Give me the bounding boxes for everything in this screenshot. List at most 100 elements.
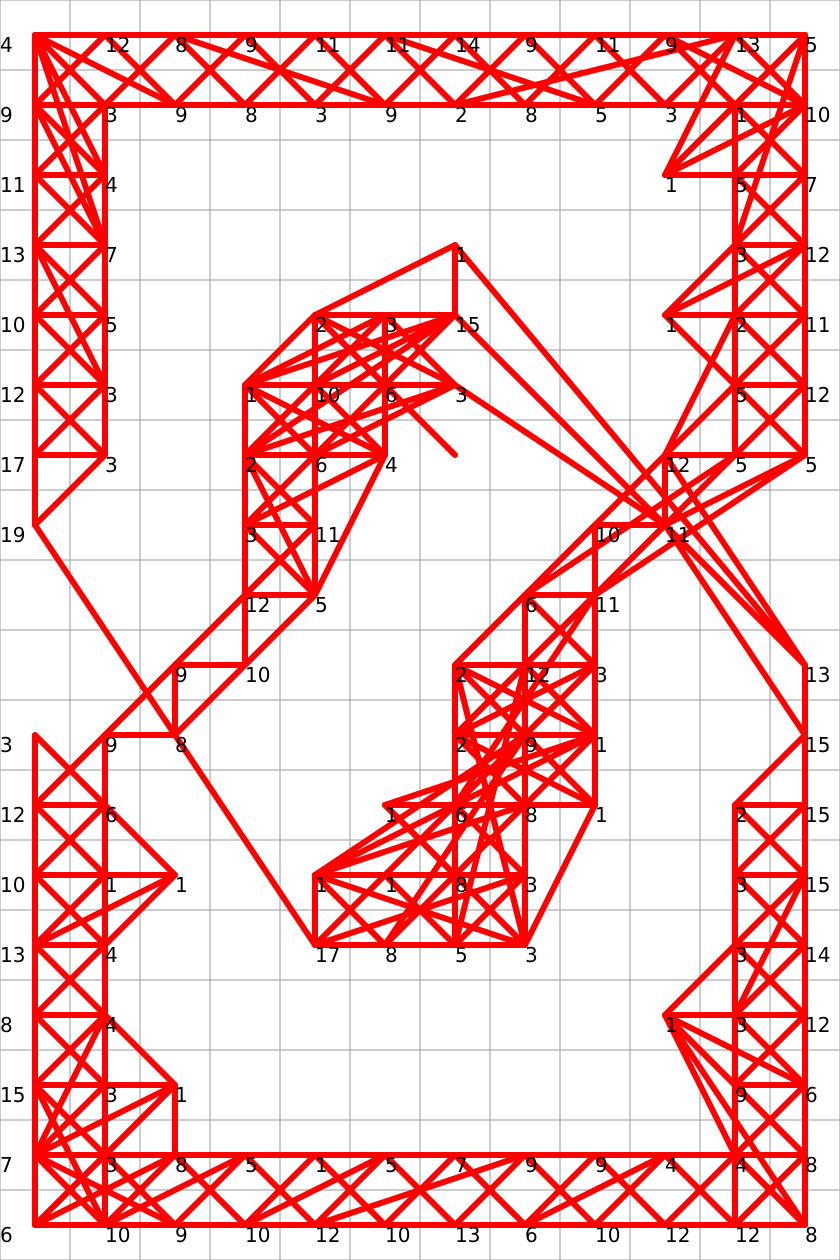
edge-line — [32, 312, 108, 388]
node-label: 2 — [735, 803, 748, 827]
edge-line — [102, 872, 178, 948]
node-label: 3 — [735, 243, 748, 267]
node-label: 1 — [105, 873, 118, 897]
node-label: 3 — [0, 733, 13, 757]
edge-line — [32, 872, 108, 948]
edge-line — [242, 312, 458, 388]
edge-line — [592, 32, 668, 108]
node-label: 10 — [595, 523, 620, 547]
node-label: 6 — [455, 803, 468, 827]
node-label: 12 — [805, 383, 830, 407]
edge-line — [522, 1152, 598, 1228]
node-label: 7 — [0, 1153, 13, 1177]
edge-line — [522, 802, 598, 948]
node-label: 5 — [805, 33, 818, 57]
edge-line — [732, 872, 808, 1018]
edge-line — [662, 32, 738, 108]
edge-line — [662, 452, 808, 668]
edge-line — [32, 802, 108, 878]
edge-line — [32, 32, 108, 178]
edge-line — [102, 802, 178, 878]
node-label: 4 — [665, 1153, 678, 1177]
edge-line — [312, 1152, 528, 1228]
edge-line — [382, 732, 528, 948]
node-label: 3 — [665, 103, 678, 127]
node-label: 8 — [525, 803, 538, 827]
node-label: 5 — [735, 453, 748, 477]
edge-line — [382, 802, 528, 948]
edge-line — [32, 172, 108, 248]
node-label: 10 — [245, 1223, 270, 1247]
node-label: 3 — [525, 873, 538, 897]
node-label: 3 — [735, 1013, 748, 1037]
node-label: 8 — [0, 1013, 13, 1037]
edge-line — [242, 312, 458, 458]
node-label: 11 — [665, 523, 690, 547]
node-label: 8 — [455, 873, 468, 897]
node-label: 9 — [525, 733, 538, 757]
node-label: 1 — [245, 383, 258, 407]
node-label: 9 — [385, 103, 398, 127]
edge-line — [172, 1152, 248, 1228]
edge-line — [452, 592, 598, 808]
edge-line — [102, 1152, 178, 1228]
edge-line — [732, 172, 808, 248]
edge-layer — [32, 32, 808, 1228]
node-label: 9 — [175, 663, 188, 687]
node-label: 15 — [805, 733, 830, 757]
edge-line — [732, 382, 808, 458]
node-label: 3 — [105, 103, 118, 127]
node-label: 5 — [595, 103, 608, 127]
edge-line — [662, 522, 808, 668]
node-label: 6 — [805, 1083, 818, 1107]
edge-line — [732, 312, 808, 388]
node-label: 7 — [105, 243, 118, 267]
node-label: 6 — [315, 453, 328, 477]
edge-line — [102, 32, 178, 108]
edge-line — [312, 452, 388, 598]
node-label: 13 — [735, 33, 760, 57]
edge-line — [242, 1152, 388, 1228]
node-label: 10 — [105, 1223, 130, 1247]
node-label: 5 — [455, 943, 468, 967]
edge-line — [732, 102, 808, 178]
node-label: 5 — [805, 453, 818, 477]
node-label: 15 — [0, 1083, 25, 1107]
node-label: 6 — [525, 593, 538, 617]
edge-line — [522, 452, 738, 598]
edge-line — [32, 1012, 108, 1158]
node-label: 8 — [175, 1153, 188, 1177]
edge-line — [242, 312, 318, 388]
node-label: 9 — [105, 733, 118, 757]
edge-line — [522, 592, 598, 668]
edge-line — [662, 242, 808, 318]
edge-line — [32, 1082, 108, 1158]
node-label: 8 — [385, 943, 398, 967]
edge-line — [172, 592, 318, 738]
node-label: 11 — [595, 33, 620, 57]
edge-line — [32, 32, 108, 108]
node-label: 15 — [805, 873, 830, 897]
node-label: 5 — [315, 593, 328, 617]
node-label: 14 — [455, 33, 480, 57]
node-label: 1 — [385, 873, 398, 897]
edge-line — [242, 452, 318, 528]
edge-line — [732, 1152, 808, 1228]
node-label: 2 — [245, 453, 258, 477]
node-label: 10 — [595, 1223, 620, 1247]
node-label: 8 — [805, 1223, 818, 1247]
node-label: 12 — [665, 1223, 690, 1247]
edge-line — [662, 382, 738, 458]
edge-line — [452, 382, 668, 528]
node-label: 8 — [245, 103, 258, 127]
edge-line — [662, 242, 738, 318]
edge-line — [312, 872, 388, 948]
node-label: 12 — [105, 33, 130, 57]
edge-line — [592, 1152, 668, 1228]
edge-line — [312, 242, 458, 318]
node-label: 12 — [665, 453, 690, 477]
node-label: 4 — [385, 453, 398, 477]
node-label: 1 — [595, 733, 608, 757]
edge-line — [312, 312, 458, 388]
